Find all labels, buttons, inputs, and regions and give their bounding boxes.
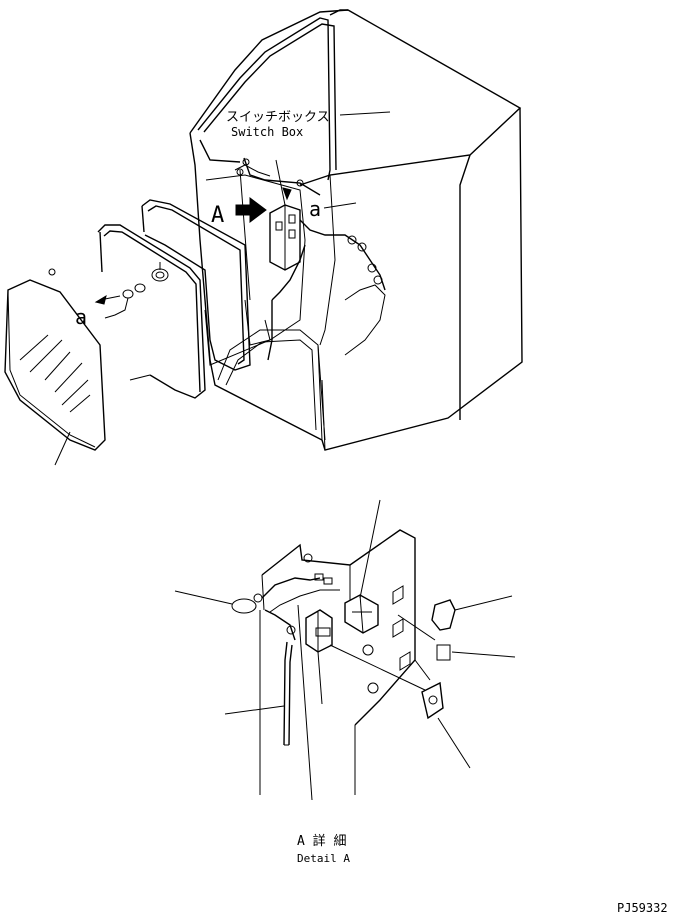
window-frame-rod: [97, 199, 251, 399]
switch-box-assembly: [269, 159, 301, 271]
leader-lines: [174, 499, 516, 769]
part-code: PJ59332: [617, 901, 668, 914]
connector-a-right-label: a: [309, 197, 321, 221]
wire-harness: [234, 157, 386, 361]
detail-a-label-jp: A 詳 細: [297, 833, 346, 849]
detail-a-switch-box: [231, 529, 456, 801]
switch-box-label-jp: スイッチボックス: [226, 110, 330, 125]
connector-a-left-label: a: [75, 305, 87, 329]
view-a-label: A: [211, 203, 224, 228]
cab-body: [189, 9, 523, 451]
detail-a-label-en: Detail A: [297, 852, 350, 865]
mounting-hardware: [48, 262, 169, 319]
switch-box-label-en: Switch Box: [231, 125, 303, 139]
glass-panel: [4, 279, 106, 466]
view-a-arrow-icon: [235, 197, 267, 223]
